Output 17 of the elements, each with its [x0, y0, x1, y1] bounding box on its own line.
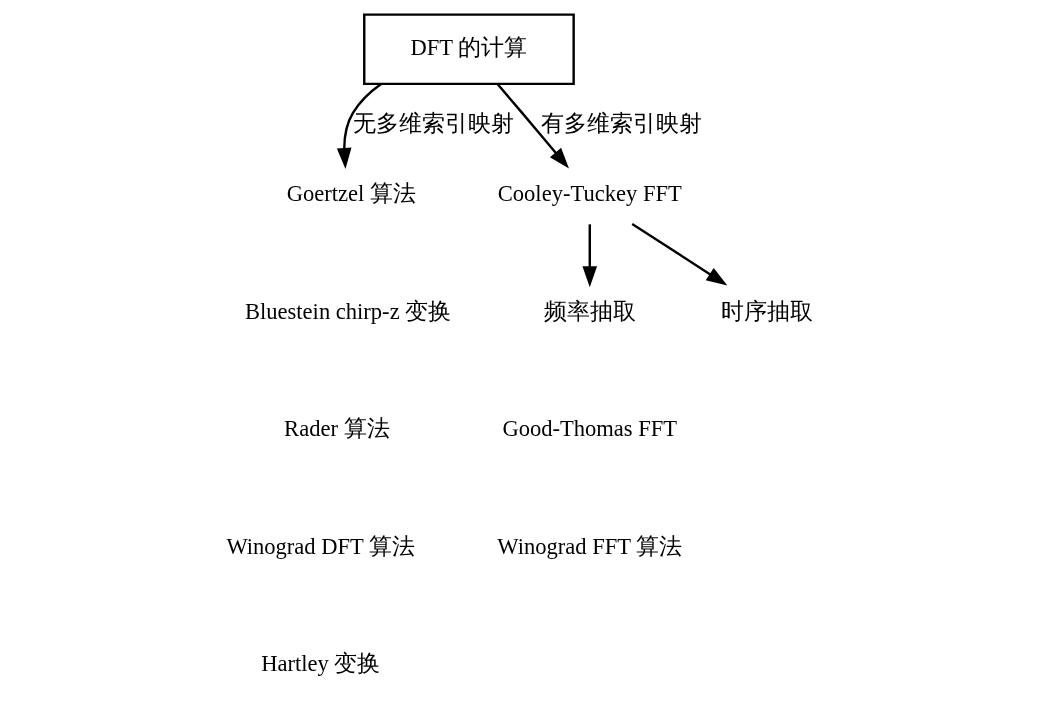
node-text: Goertzel 算法: [286, 180, 416, 206]
label: Winograd FFT 算法: [496, 533, 682, 559]
arrow: [496, 83, 569, 169]
edge-label: 有多维索引映射: [540, 110, 702, 136]
label: Rader 算法: [283, 416, 390, 442]
node-text: 频率抽取: [543, 298, 636, 324]
label: Winograd DFT 算法: [225, 533, 415, 559]
arrow: [336, 83, 382, 169]
arrow: [581, 224, 597, 288]
node-text: Cooley-Tuckey FFT: [497, 180, 682, 206]
arrow: [631, 223, 727, 286]
label: Bluestein chirp-z 变换: [244, 298, 451, 324]
label: Good-Thomas FFT: [501, 416, 677, 442]
label: Hartley 变换: [260, 651, 380, 677]
node-box: DFT 的计算: [362, 13, 575, 86]
edge-label: 无多维索引映射: [352, 110, 514, 136]
node-text: 时序抽取: [720, 298, 813, 324]
